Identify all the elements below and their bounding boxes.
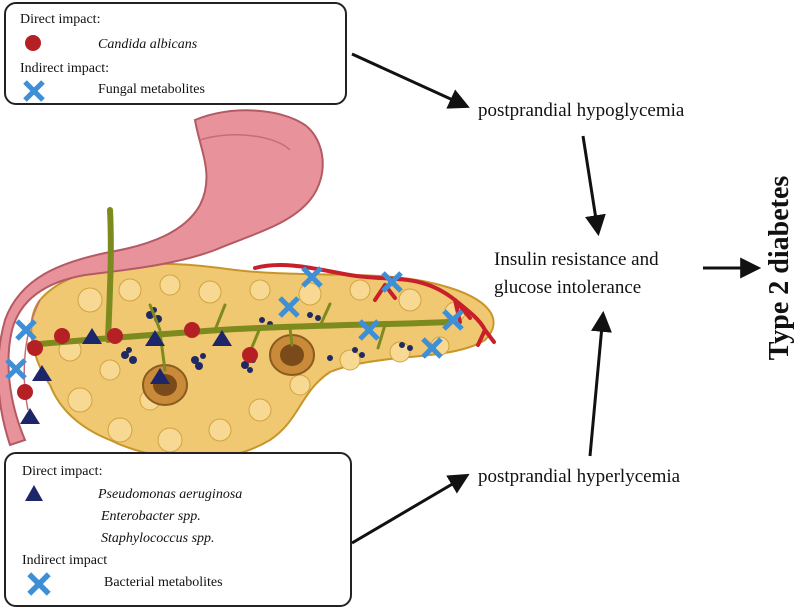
candida-markers <box>17 322 258 400</box>
bacterial-direct-item-1: Pseudomonas aeruginosa <box>98 487 243 502</box>
bacterial-impact-box: Direct impact: Pseudomonas aeruginosa En… <box>4 452 352 607</box>
bacterial-direct-label: Direct impact: <box>22 464 103 479</box>
bacterial-indirect-label: Indirect impact <box>22 553 108 568</box>
bacterial-direct-item-2: Enterobacter spp. <box>101 509 201 524</box>
bacteria-legend-icon <box>25 485 43 501</box>
insulin-resistance-line-1: Insulin resistance and <box>494 249 659 270</box>
bacterial-indirect-item: Bacterial metabolites <box>104 575 223 590</box>
fungal-impact-box: Direct impact: Candida albicans Indirect… <box>4 2 347 105</box>
fungal-indirect-item: Fungal metabolites <box>98 82 205 97</box>
bacteria-markers <box>20 328 232 424</box>
hypoglycemia-label: postprandial hypoglycemia <box>478 100 685 121</box>
hyperglycemia-label: postprandial hyperlycemia <box>478 466 681 487</box>
insulin-resistance-line-2: glucose intolerance <box>494 277 642 298</box>
bacterial-metabolite-legend-icon <box>27 572 51 596</box>
fungal-direct-label: Direct impact: <box>20 12 101 27</box>
candida-legend-icon <box>25 35 41 51</box>
fungal-indirect-label: Indirect impact: <box>20 61 110 76</box>
fungal-metabolite-legend-icon <box>23 80 45 102</box>
type-2-diabetes-label: Type 2 diabetes <box>764 175 795 361</box>
pancreas-illustration <box>30 262 495 460</box>
fungal-direct-item: Candida albicans <box>98 37 198 52</box>
bacterial-direct-item-3: Staphylococcus spp. <box>101 531 215 546</box>
flow-arrows <box>351 52 762 545</box>
